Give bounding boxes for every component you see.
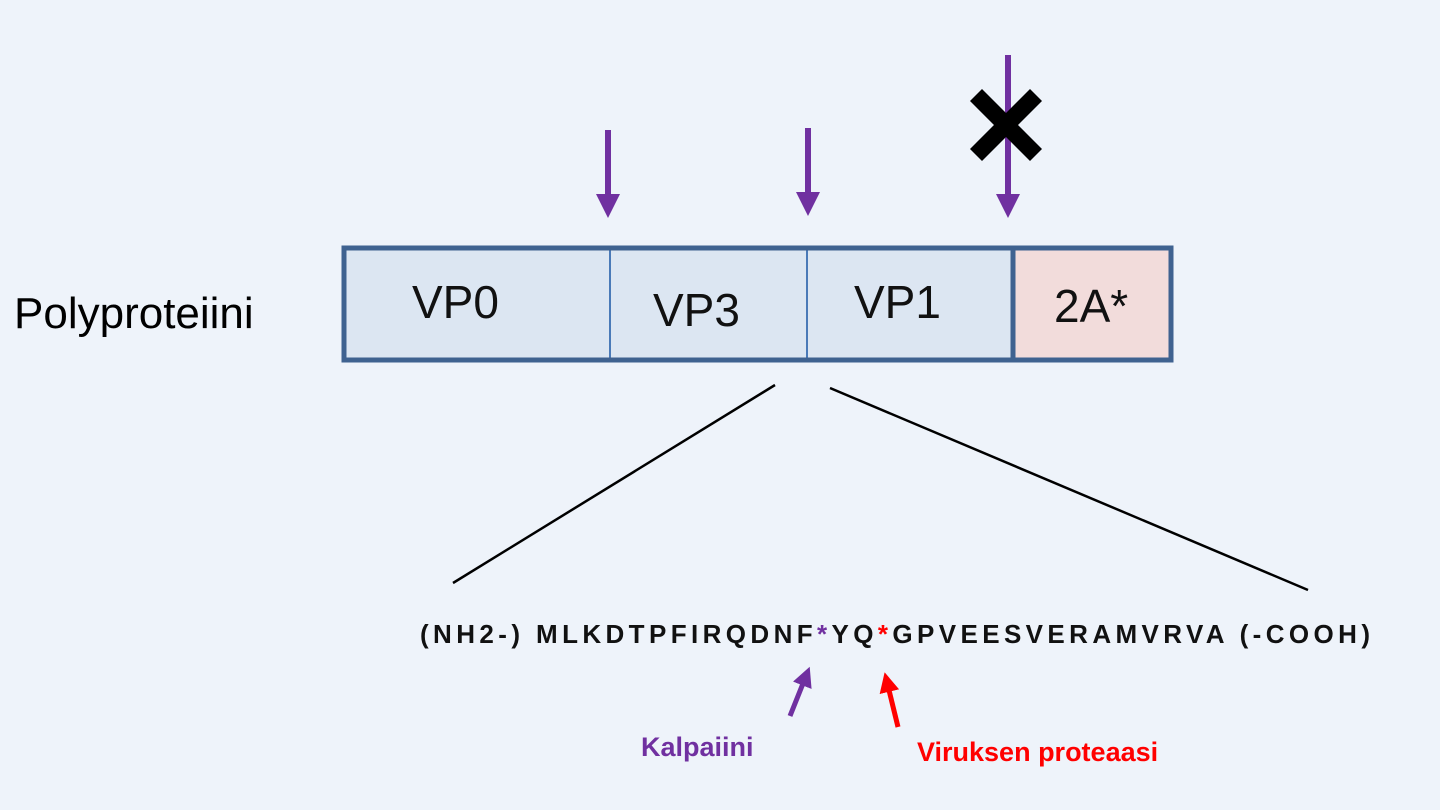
polyprotein-bar: VP0 VP3 VP1 2A* — [341, 245, 1174, 363]
polyprotein-label: Polyproteiini — [14, 289, 254, 338]
cleavage-arrows — [596, 55, 1043, 218]
blocked-x-icon — [969, 88, 1043, 162]
sequence-part: GPVEESVERAMVRVA — [892, 619, 1224, 649]
sequence-part: MLKDTPFIRQDNF — [536, 619, 813, 649]
calpain-label: Kalpaiini — [641, 732, 754, 762]
segment-vp0 — [344, 248, 610, 360]
zoom-line-right — [829, 386, 1309, 592]
segment-label: VP3 — [653, 284, 740, 336]
protease-cut-marker: * — [878, 619, 889, 649]
segment-2a — [1013, 248, 1171, 360]
segment-label: VP1 — [854, 276, 941, 328]
segment-vp3 — [610, 248, 807, 360]
c-terminus: (-COOH) — [1240, 619, 1370, 649]
calpain-cut-marker: * — [817, 619, 828, 649]
segment-label: VP0 — [412, 276, 499, 328]
zoom-line-left — [452, 383, 776, 585]
segment-vp1 — [807, 248, 1013, 360]
n-terminus: (NH2-) — [420, 619, 520, 649]
sequence-part: YQ — [832, 619, 874, 649]
viral-protease-label: Viruksen proteaasi — [917, 737, 1158, 767]
amino-acid-sequence: (NH2-) MLKDTPFIRQDNF*YQ*GPVEESVERAMVRVA … — [420, 619, 1370, 649]
bar-border — [341, 245, 1174, 363]
protease-arrow-icon — [879, 672, 901, 728]
calpain-arrow-icon — [787, 666, 812, 717]
segment-label: 2A* — [1054, 280, 1128, 332]
